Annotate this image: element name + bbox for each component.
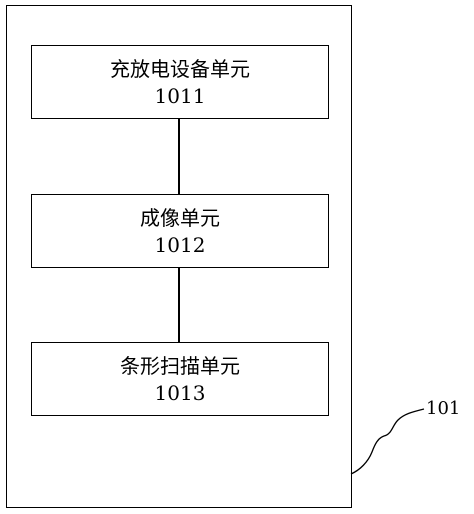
unit-name: 条形扫描单元 [120,354,240,378]
connector-line [178,119,180,194]
connector-line [178,268,180,342]
unit-code: 1012 [154,233,206,257]
unit-code: 1011 [154,84,206,108]
unit-name: 成像单元 [140,206,220,230]
unit-box-strip-scan: 条形扫描单元 1013 [31,342,329,416]
unit-box-charge-discharge: 充放电设备单元 1011 [31,45,329,119]
unit-code: 1013 [154,381,206,405]
module-frame [6,5,352,508]
module-reference-label: 101 [426,398,461,419]
unit-box-imaging: 成像单元 1012 [31,194,329,268]
unit-name: 充放电设备单元 [110,57,250,81]
